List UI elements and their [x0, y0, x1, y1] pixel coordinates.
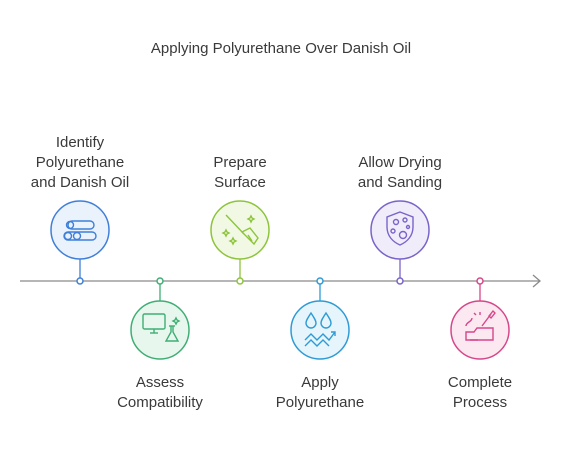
logs-icon	[63, 220, 97, 241]
step-3-label: Prepare Surface	[213, 154, 267, 191]
step-1-marker	[76, 277, 84, 285]
step-2-label: Assess Compatibility	[117, 374, 203, 411]
step-4-label: Apply Polyurethane	[275, 374, 365, 411]
step-2	[130, 277, 190, 360]
step-4-marker	[316, 277, 324, 285]
step-5-marker	[396, 277, 404, 285]
step-1	[50, 200, 110, 285]
timeline-arrowhead	[532, 274, 541, 288]
step-5-label: Allow Drying and Sanding	[357, 154, 443, 191]
broom-icon	[221, 214, 259, 246]
drops-wave-icon	[304, 311, 336, 347]
step-2-badge	[130, 300, 190, 360]
step-5-badge	[370, 200, 430, 260]
computer-flask-icon	[142, 313, 181, 342]
step-6-badge	[450, 300, 510, 360]
step-6	[450, 277, 510, 360]
step-4-badge	[290, 300, 350, 360]
step-6-marker	[476, 277, 484, 285]
shield-dots-icon	[386, 211, 414, 246]
step-3-marker	[236, 277, 244, 285]
brush-tray-icon	[465, 309, 496, 341]
step-2-marker	[156, 277, 164, 285]
step-6-label: Complete Process	[447, 374, 513, 411]
step-1-label: Identify Polyurethane and Danish Oil	[30, 134, 130, 191]
step-5	[370, 200, 430, 285]
step-1-badge	[50, 200, 110, 260]
step-4	[290, 277, 350, 360]
diagram-title: Applying Polyurethane Over Danish Oil	[150, 40, 412, 57]
step-3	[210, 200, 270, 285]
